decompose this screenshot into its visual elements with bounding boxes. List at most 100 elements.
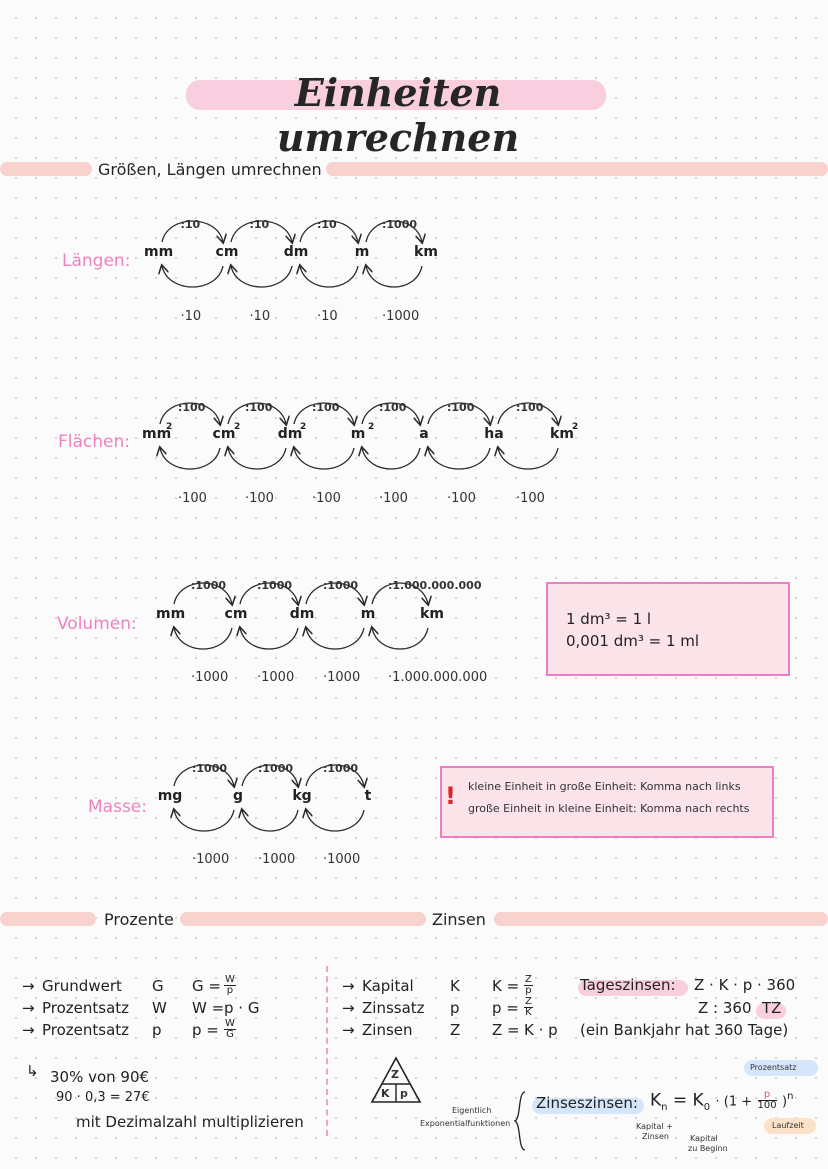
warning-icon: ! xyxy=(445,782,456,810)
mul-label-flaechen-5: ·100 xyxy=(516,491,545,506)
prozente-after-1: p · G xyxy=(224,999,260,1017)
unit-masse-2: kg xyxy=(292,788,312,804)
triangle-k: K xyxy=(381,1087,390,1100)
unit-flaechen-3: m xyxy=(350,426,366,442)
mul-arc-laengen-0 xyxy=(162,266,224,288)
volume-box-line1: 1 dm³ = 1 l xyxy=(566,610,652,628)
zinsen-lhs-2: Z = xyxy=(492,1021,520,1039)
mul-label-masse-1: ·1000 xyxy=(258,852,296,867)
mul-label-masse-2: ·1000 xyxy=(323,852,361,867)
unit-flaechen-1: cm xyxy=(212,426,236,442)
zinsen-arrow-1: → xyxy=(342,999,355,1017)
div-label-masse-2: :1000 xyxy=(323,762,359,775)
mul-label-flaechen-1: ·100 xyxy=(245,491,274,506)
mul-label-masse-0: ·1000 xyxy=(192,852,230,867)
zz-exp: n xyxy=(787,1090,794,1102)
div-label-laengen-1: :10 xyxy=(249,218,270,231)
div-label-volumen-3: :1.000.000.000 xyxy=(388,579,482,592)
section-band-2a xyxy=(0,912,96,926)
tz-highlight xyxy=(756,1003,786,1019)
unit-sup-flaechen-6: 2 xyxy=(572,422,579,432)
unit-volumen-3: m xyxy=(360,606,376,622)
row-label-volumen: Volumen: xyxy=(57,614,137,634)
zinsen-name-0: Kapital xyxy=(362,977,414,995)
zinsen-arrow-0: → xyxy=(342,977,355,995)
prozente-sym-2: p xyxy=(152,1021,162,1039)
zinsen-after-2: K · p xyxy=(524,1021,558,1039)
prozente-arrow-0: → xyxy=(22,977,35,995)
mul-arc-laengen-2 xyxy=(300,266,359,288)
laufzeit-tag-bg xyxy=(764,1118,816,1134)
mul-arc-flaechen-4 xyxy=(428,448,491,470)
mul-label-flaechen-2: ·100 xyxy=(312,491,341,506)
prozente-frac-num-0: W xyxy=(224,974,236,986)
prozente-lhs-1: W = xyxy=(192,999,225,1017)
unit-laengen-1: cm xyxy=(215,244,239,260)
volume-box-line2: 0,001 dm³ = 1 ml xyxy=(566,632,700,650)
mul-arc-masse-0 xyxy=(174,810,235,832)
prozente-frac-den-2: G xyxy=(226,1029,234,1040)
mul-label-flaechen-0: ·100 xyxy=(178,491,207,506)
mul-arc-masse-2 xyxy=(306,810,365,832)
zz-kn: K xyxy=(650,1090,662,1111)
mul-arc-flaechen-3 xyxy=(362,448,421,470)
section-heading-lengths: Größen, Längen umrechnen xyxy=(98,160,322,179)
mul-arc-laengen-3 xyxy=(366,266,423,288)
unit-sup-flaechen-3: 2 xyxy=(368,422,375,432)
eigentlich-label: Eigentlich xyxy=(452,1106,492,1115)
unit-volumen-4: km xyxy=(420,606,444,622)
prozente-arrow-2: → xyxy=(22,1021,35,1039)
zinsen-frac-den-0: p xyxy=(525,985,532,996)
example-line3: mit Dezimalzahl multiplizieren xyxy=(76,1113,304,1131)
kapital-zinsen-2: Zinsen xyxy=(642,1132,669,1141)
page-title: Einheiten umrechnen xyxy=(276,70,520,160)
mul-label-flaechen-4: ·100 xyxy=(447,491,476,506)
tageszinsen-highlight xyxy=(578,980,688,996)
comma-rule-box: ! kleine Einheit in große Einheit: Komma… xyxy=(440,766,774,838)
zz-eq: = K xyxy=(672,1090,704,1111)
tageszinsen-formula: Z · K · p · 360 xyxy=(694,976,796,994)
row-label-flaechen: Flächen: xyxy=(58,432,131,452)
prozente-arrow-1: → xyxy=(22,999,35,1017)
unit-laengen-0: mm xyxy=(144,244,174,260)
section-band-right xyxy=(326,162,828,176)
mul-label-volumen-0: ·1000 xyxy=(191,670,229,685)
zinsen-sym-2: Z xyxy=(450,1021,461,1039)
zz-p: p xyxy=(757,1090,777,1101)
row-label-laengen: Längen: xyxy=(62,251,131,271)
kapital-beginn-2: zu Beginn xyxy=(688,1144,728,1153)
row-label-masse: Masse: xyxy=(88,797,147,817)
section-band-left xyxy=(0,162,92,176)
mul-arc-flaechen-2 xyxy=(294,448,355,470)
div-label-laengen-3: :1000 xyxy=(382,218,418,231)
unit-flaechen-2: dm xyxy=(277,426,303,442)
prozentsatz-tag: Prozentsatz xyxy=(750,1063,797,1072)
volume-info-box: 1 dm³ = 1 l 0,001 dm³ = 1 ml xyxy=(546,582,790,676)
div-label-flaechen-2: :100 xyxy=(312,401,340,414)
zinseszinsen-label: Zinseszinsen: xyxy=(536,1094,638,1112)
comma-rule-2: große Einheit in kleine Einheit: Komma n… xyxy=(468,802,750,815)
example-line1: 30% von 90€ xyxy=(50,1068,150,1086)
unit-masse-0: mg xyxy=(157,788,183,804)
div-label-flaechen-3: :100 xyxy=(379,401,407,414)
zinsen-frac-den-1: K xyxy=(525,1007,532,1018)
section-heading-prozente: Prozente xyxy=(104,910,174,929)
zz-paren: · (1 + xyxy=(715,1094,753,1110)
prozente-lhs-2: p = xyxy=(192,1021,219,1039)
zinsen-lhs-0: K = xyxy=(492,977,520,995)
unit-flaechen-5: ha xyxy=(484,426,504,442)
zinsen-name-2: Zinsen xyxy=(362,1021,413,1039)
div-label-masse-1: :1000 xyxy=(258,762,294,775)
unit-masse-1: g xyxy=(232,788,244,804)
prozente-sym-0: G xyxy=(152,977,164,995)
zz-n-sub: n xyxy=(661,1101,668,1113)
mul-arc-flaechen-5 xyxy=(498,448,559,470)
unit-volumen-2: dm xyxy=(289,606,315,622)
zinsen-sym-1: p xyxy=(450,999,460,1017)
mul-arc-volumen-3 xyxy=(372,628,429,650)
mul-label-volumen-1: ·1000 xyxy=(257,670,295,685)
div-label-masse-0: :1000 xyxy=(192,762,228,775)
zinseszinsen-highlight xyxy=(532,1098,644,1114)
